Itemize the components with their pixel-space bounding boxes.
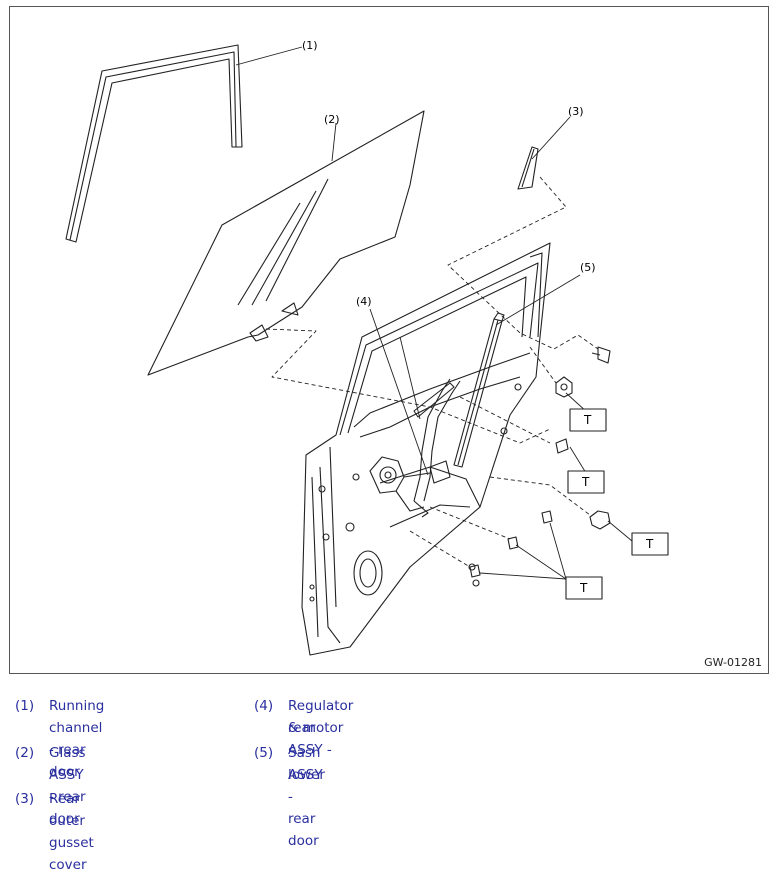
legend-number: (1) [15,698,35,714]
callout-5: (5) [580,261,596,274]
exploded-diagram: (1) (2) (3) (4) (5) T T T T GW-01281 [9,6,769,674]
torque-label-3: T [646,537,654,551]
glass-part [147,110,425,376]
torque-label-2: T [582,475,590,489]
diagram-drawing [65,44,669,656]
regulator-part [369,378,461,518]
sash-part [453,312,505,468]
legend-text: Rear outer gusset cover [49,791,94,873]
callout-4: (4) [356,295,372,308]
legend-number: (4) [254,698,274,714]
figure-id: GW-01281 [704,656,762,669]
callout-2: (2) [324,113,340,126]
alignment-lines [265,176,599,568]
door-panel-part [301,242,551,656]
legend-number: (3) [15,791,35,807]
callout-3: (3) [568,105,584,118]
legend-text: Regulator & motor ASSY - [288,698,354,758]
legend-text: Sash ASSY - rear door [288,745,323,849]
legend-number: (5) [254,745,274,761]
gusset-cover-part [517,146,539,190]
running-channel-part [65,44,243,243]
fasteners [469,346,611,578]
torque-boxes [565,408,669,600]
torque-label-1: T [584,413,592,427]
legend-text-cont: lower [288,767,325,783]
legend-text-cont: rear [288,720,316,736]
legend-number: (2) [15,745,35,761]
legend-text: Running channel - rear door [49,698,105,780]
leader-lines [235,46,633,580]
callout-1: (1) [302,39,318,52]
torque-label-4: T [580,581,588,595]
